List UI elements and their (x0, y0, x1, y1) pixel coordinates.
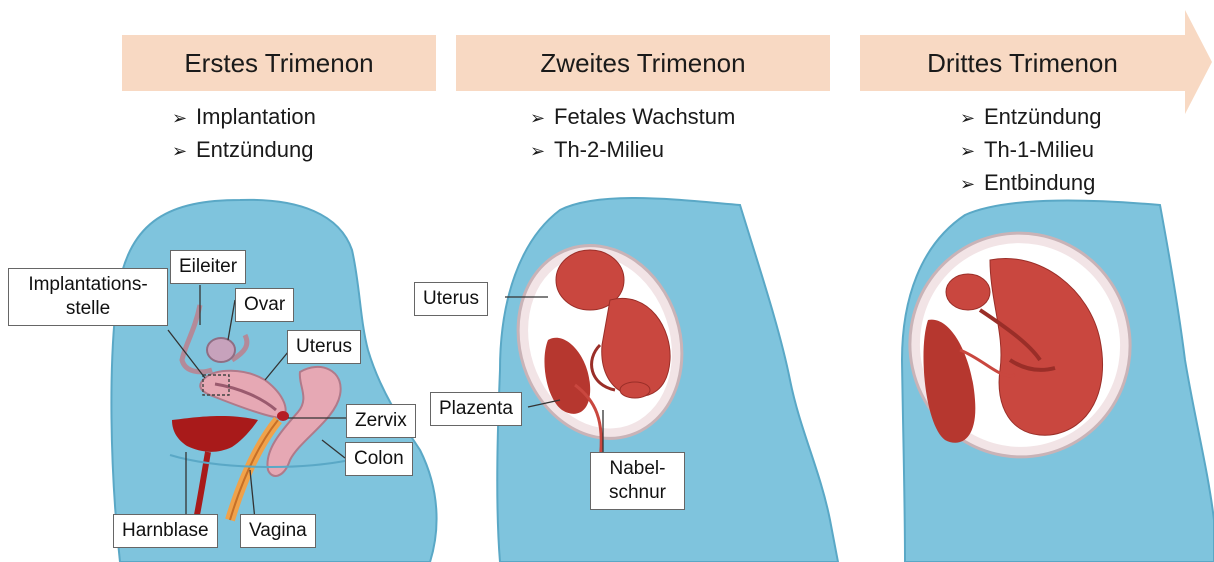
label-eileiter: Eileiter (170, 250, 246, 284)
label-uterus-second: Uterus (414, 282, 488, 316)
label-uterus-first: Uterus (287, 330, 361, 364)
first-trimester-title: Erstes Trimenon (122, 35, 436, 91)
third-trimester-title: Drittes Trimenon (860, 35, 1185, 91)
bullet-item: ➢Th-1-Milieu (960, 134, 1101, 167)
bullet-item: ➢Entbindung (960, 167, 1101, 200)
bullet-item: ➢Implantation (172, 101, 316, 134)
bullet-text: Th-2-Milieu (554, 137, 664, 162)
bullet-text: Fetales Wachstum (554, 104, 735, 129)
second-trimester-title: Zweites Trimenon (456, 35, 830, 91)
first-trimester-body (111, 200, 436, 562)
bullet-text: Implantation (196, 104, 316, 129)
third-trimester-body (889, 201, 1214, 562)
arrowhead-bullet-icon: ➢ (960, 135, 984, 167)
label-colon: Colon (345, 442, 413, 476)
arrowhead-bullet-icon: ➢ (530, 102, 554, 134)
bullet-item: ➢Th-2-Milieu (530, 134, 735, 167)
bullet-text: Th-1-Milieu (984, 137, 1094, 162)
arrowhead-bullet-icon: ➢ (960, 168, 984, 200)
label-vagina: Vagina (240, 514, 316, 548)
arrowhead-bullet-icon: ➢ (530, 135, 554, 167)
first-trimester-bullets: ➢Implantation ➢Entzündung (172, 101, 316, 167)
bullet-item: ➢Entzündung (960, 101, 1101, 134)
bullet-item: ➢Entzündung (172, 134, 316, 167)
arrowhead-bullet-icon: ➢ (172, 135, 196, 167)
third-trimester-bullets: ➢Entzündung ➢Th-1-Milieu ➢Entbindung (960, 101, 1101, 200)
arrowhead-bullet-icon: ➢ (960, 102, 984, 134)
label-harnblase: Harnblase (113, 514, 218, 548)
label-plazenta: Plazenta (430, 392, 522, 426)
bullet-text: Entzündung (196, 137, 313, 162)
label-implantationsstelle: Implantations- stelle (8, 268, 168, 326)
bullet-text: Entbindung (984, 170, 1095, 195)
bullet-text: Entzündung (984, 104, 1101, 129)
label-nabelschnur: Nabel- schnur (590, 452, 685, 510)
label-ovar: Ovar (235, 288, 294, 322)
ovary (207, 338, 235, 362)
bullet-item: ➢Fetales Wachstum (530, 101, 735, 134)
arrowhead-bullet-icon: ➢ (172, 102, 196, 134)
second-trimester-bullets: ➢Fetales Wachstum ➢Th-2-Milieu (530, 101, 735, 167)
label-zervix: Zervix (346, 404, 416, 438)
